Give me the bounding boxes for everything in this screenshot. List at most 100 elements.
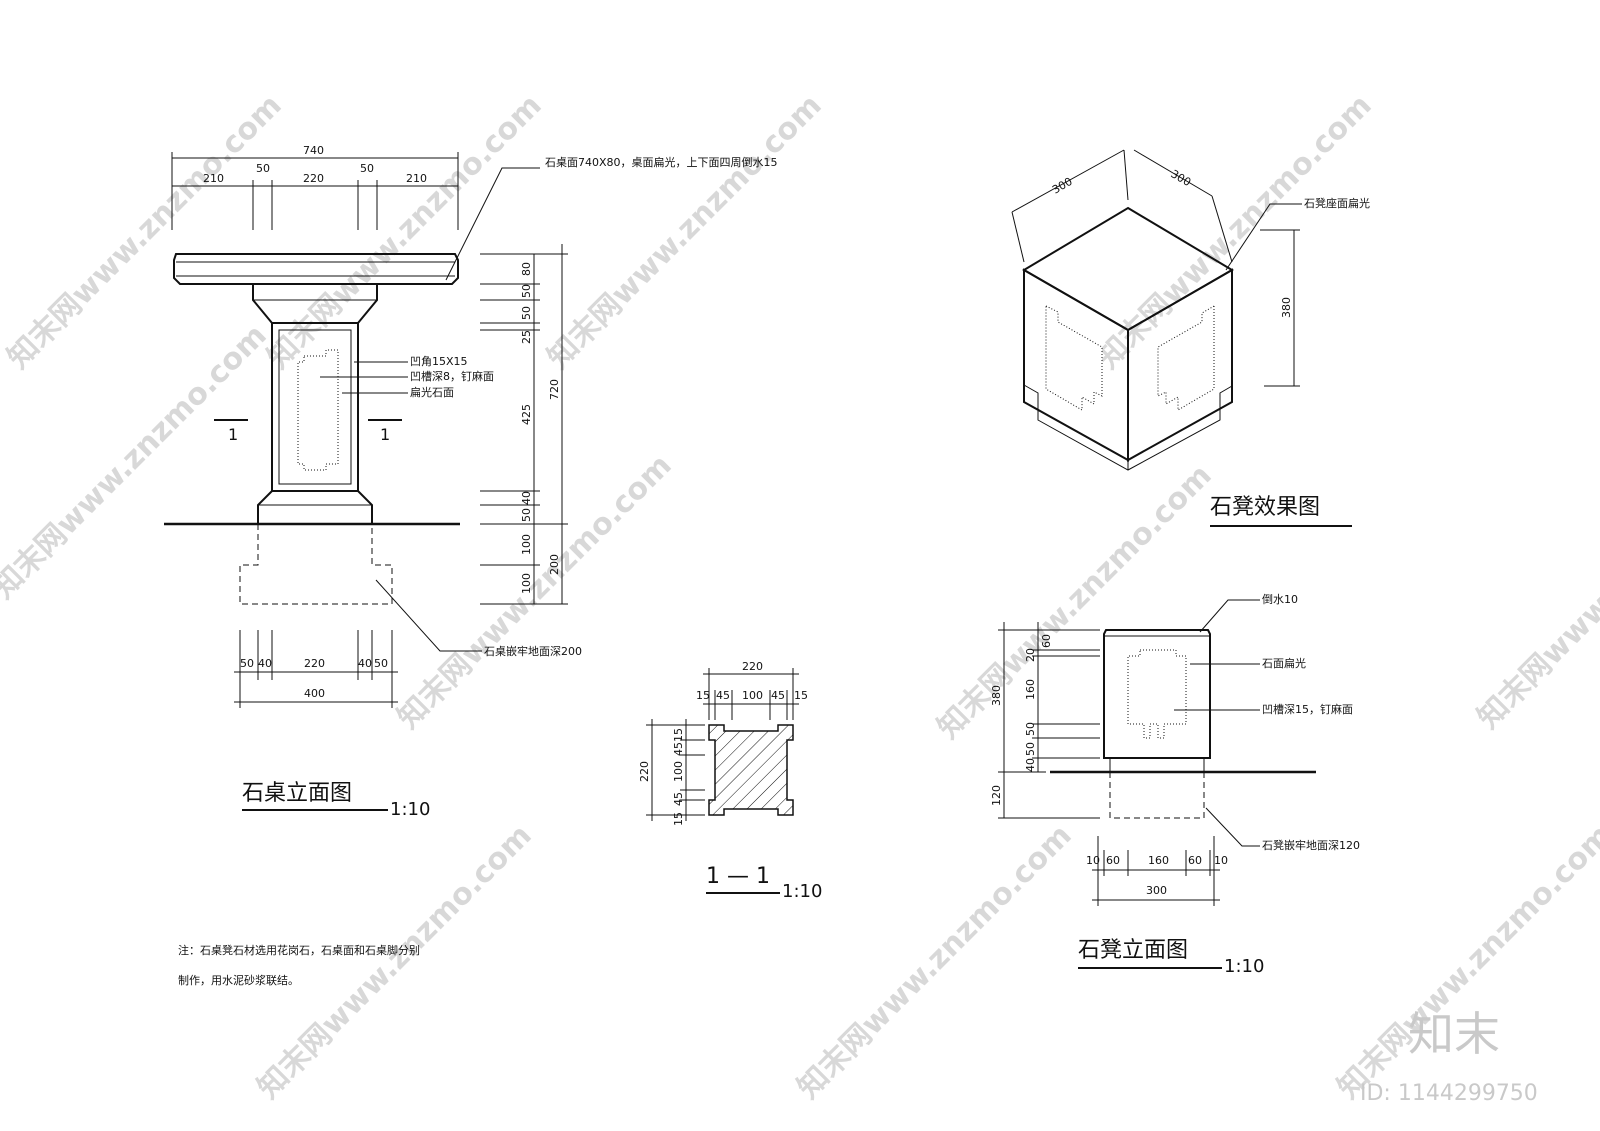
dim-part: 25 [520, 330, 533, 344]
stool-left-dimensions: 60 20 160 50 50 40 380 120 [990, 622, 1100, 819]
dim-part: 45 [672, 742, 685, 756]
dim-overall: 300 [1146, 884, 1167, 897]
table-elevation-scale: 1:10 [390, 799, 430, 820]
dim-part: 40 [358, 657, 372, 670]
dim-overall-width: 740 [303, 144, 324, 157]
table-top-dimensions: 740 210 50 220 50 210 [171, 144, 459, 230]
dim-part: 50 [374, 657, 388, 670]
table-elevation: 740 210 50 220 50 210 [164, 144, 778, 820]
stool-bottom-dimensions: 10 60 160 60 10 300 [1086, 836, 1228, 906]
label-seat: 石凳座面扁光 [1304, 196, 1370, 210]
watermark: 知末网www.znzmo.com [1331, 818, 1600, 1106]
section-title: 1 — 1 [706, 864, 770, 889]
table-top-slab [173, 253, 459, 285]
section-top-dimensions: 220 15 45 100 45 15 [696, 660, 808, 720]
label-groove: 凹槽深15，钉麻面 [1262, 702, 1353, 716]
dim-part: 50 [1024, 722, 1037, 736]
table-labels: 石桌面740X80，桌面扁光，上下面四周倒水15 凹角15X15 凹槽深8，钉麻… [320, 155, 778, 658]
dim-part: 100 [520, 573, 533, 594]
dim-part: 100 [520, 534, 533, 555]
stool-footing [1109, 772, 1205, 819]
label-groove: 凹槽深8，钉麻面 [410, 369, 494, 383]
watermark: 知末网www.znzmo.com [0, 318, 274, 606]
table-footing [239, 524, 393, 605]
dim-part: 10 [1086, 854, 1100, 867]
dim-part: 20 [1024, 648, 1037, 662]
dim-part: 210 [203, 172, 224, 185]
brand-logo: 知末 [1408, 1007, 1500, 1061]
dim-part: 50 [1024, 742, 1037, 756]
section-1-1: 220 15 45 100 45 15 220 15 45 100 45 15 … [638, 660, 822, 902]
watermark: 知末网www.znzmo.com [1471, 448, 1600, 736]
dim-width: 300 [1050, 175, 1075, 197]
table-leg [271, 322, 359, 492]
table-bottom-dimensions: 50 40 220 40 50 400 [234, 630, 398, 708]
watermark: 知末网www.znzmo.com [261, 88, 549, 376]
dim-part: 100 [742, 689, 763, 702]
dim-part: 15 [696, 689, 710, 702]
stool-panel [1127, 649, 1187, 739]
dim-overall: 400 [304, 687, 325, 700]
dim-part: 45 [672, 792, 685, 806]
stool-elevation-title: 石凳立面图 [1078, 938, 1188, 963]
watermark: 知末网www.znzmo.com [791, 818, 1079, 1106]
note-line-2: 制作，用水泥砂浆联结。 [178, 973, 299, 987]
section-scale: 1:10 [782, 881, 822, 902]
dim-part: 40 [520, 491, 533, 505]
label-face: 石面扁光 [1262, 656, 1306, 670]
section-mark-right: 1 [380, 425, 390, 444]
stool-elevation-scale: 1:10 [1224, 956, 1264, 977]
dim-part: 60 [1188, 854, 1202, 867]
label-drip: 倒水10 [1262, 593, 1298, 606]
dim-depth: 300 [1169, 167, 1194, 189]
dim-overall: 220 [742, 660, 763, 673]
dim-part: 50 [256, 162, 270, 175]
dim-part: 80 [520, 262, 533, 276]
dim-part: 425 [520, 404, 533, 425]
dim-overall: 380 [990, 685, 1003, 706]
dim-part: 15 [794, 689, 808, 702]
dim-part: 15 [672, 728, 685, 742]
dim-part: 50 [520, 284, 533, 298]
dim-part: 15 [672, 812, 685, 826]
label-footing: 石凳嵌牢地面深120 [1262, 838, 1360, 852]
image-id: ID: 1144299750 [1360, 1081, 1538, 1106]
label-face: 扁光石面 [410, 385, 454, 399]
watermark: 知末网www.znzmo.com [251, 818, 539, 1106]
stool-right-face [1127, 268, 1233, 462]
dim-part: 160 [1024, 679, 1037, 700]
watermark: 知末网www.znzmo.com [1091, 88, 1379, 376]
dim-part: 45 [716, 689, 730, 702]
dim-part: 40 [1024, 758, 1037, 772]
label-table-top: 石桌面740X80，桌面扁光，上下面四周倒水15 [545, 155, 778, 169]
stool-right-panel [1157, 305, 1215, 411]
table-leg-panel [297, 349, 339, 471]
dim-part: 220 [304, 657, 325, 670]
dim-part: 220 [303, 172, 324, 185]
dim-part: 50 [360, 162, 374, 175]
stool-body [1103, 629, 1211, 759]
dim-part: 50 [520, 306, 533, 320]
stool-render: 300 300 380 石凳座面扁光 石凳效果图 [1011, 149, 1370, 527]
dim-overall-below: 200 [548, 554, 561, 575]
general-note: 注：石桌凳石材选用花岗石，石桌面和石桌脚分别 制作，用水泥砂浆联结。 [178, 943, 420, 987]
dim-height: 380 [1280, 297, 1293, 318]
dim-part: 10 [1214, 854, 1228, 867]
stool-labels: 倒水10 石面扁光 凹槽深15，钉麻面 石凳嵌牢地面深120 [1174, 593, 1360, 852]
dim-part: 160 [1148, 854, 1169, 867]
section-left-dimensions: 220 15 45 100 45 15 [638, 719, 705, 826]
dim-part: 50 [240, 657, 254, 670]
watermark: 知末网www.znzmo.com [541, 88, 829, 376]
dim-part: 50 [520, 508, 533, 522]
dim-part: 120 [990, 785, 1003, 806]
section-mark-left: 1 [228, 425, 238, 444]
dim-part: 60 [1106, 854, 1120, 867]
label-footing: 石桌嵌牢地面深200 [484, 644, 582, 658]
stool-left-panel [1045, 305, 1103, 411]
table-right-dimensions: 80 50 50 25 425 40 50 100 100 720 200 [480, 244, 568, 605]
section-profile [708, 724, 794, 816]
label-corner: 凹角15X15 [410, 355, 468, 368]
dim-part: 100 [672, 761, 685, 782]
table-base [257, 490, 373, 524]
stool-render-title: 石凳效果图 [1210, 495, 1320, 520]
